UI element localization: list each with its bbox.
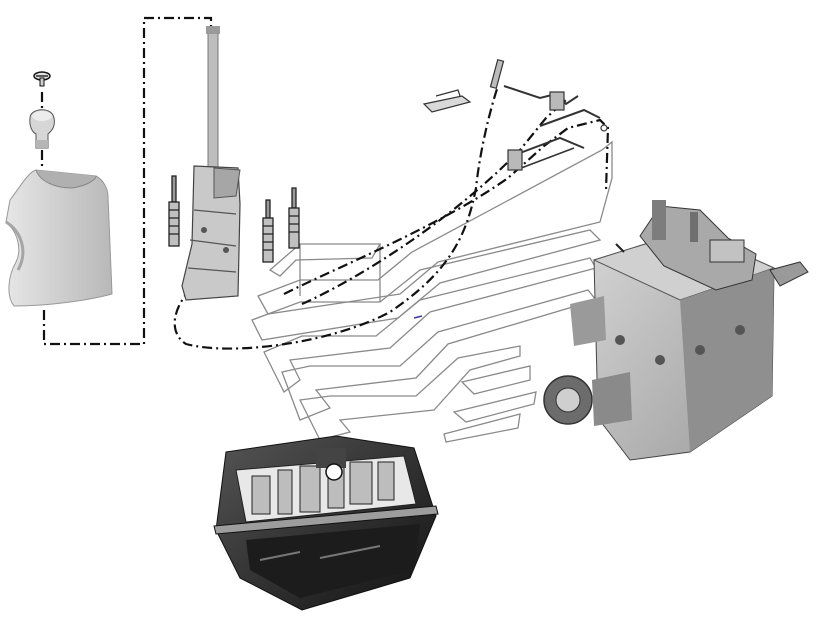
gearbox-icon	[543, 200, 809, 461]
routing-lines	[40, 16, 610, 350]
bracket-icon	[422, 58, 608, 171]
gearbox-cutaway-icon	[213, 435, 439, 611]
cable-icon	[168, 175, 300, 263]
step-guide-lines	[251, 140, 613, 443]
screw-icon	[33, 71, 51, 87]
accent-mark	[413, 315, 423, 319]
cover-icon	[5, 169, 113, 307]
lever-icon	[181, 26, 241, 301]
knob-icon	[29, 109, 55, 149]
